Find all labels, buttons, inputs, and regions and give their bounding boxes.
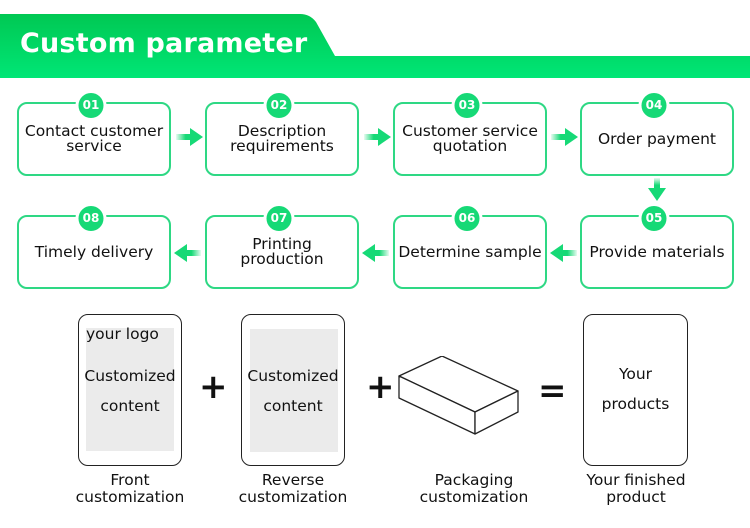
front-card: your logo Customized content (78, 314, 182, 466)
caption-line: customization (419, 488, 529, 506)
step-number-badge: 04 (638, 90, 670, 121)
equals-sign: = (538, 371, 567, 411)
step-07: 07 Printing production (205, 203, 359, 289)
banner-shape (0, 14, 750, 78)
step-label: Contact customer service (24, 122, 164, 155)
plus-sign: + (199, 367, 228, 407)
step-number-badge: 07 (263, 203, 295, 234)
caption-line: product (606, 488, 666, 506)
step-number-badge: 02 (263, 90, 295, 121)
front-caption: Front customization (60, 472, 200, 506)
result-caption: Your finished product (566, 472, 706, 506)
step-05: 05 Provide materials (580, 203, 734, 289)
step-number-badge: 03 (451, 90, 483, 121)
step-label: Timely delivery (34, 242, 154, 261)
result-card: Your products (583, 314, 688, 466)
front-text-line2: content (100, 397, 160, 415)
step-number-badge: 05 (638, 203, 670, 234)
packaging-caption: Packaging customization (404, 472, 544, 506)
step-label: Description requirements (230, 122, 334, 155)
caption-line: Reverse (261, 471, 325, 489)
front-text-line1: Customized (84, 367, 176, 385)
step-03: 03 Customer service quotation (393, 90, 547, 176)
caption-line: Packaging (434, 471, 514, 489)
step-label: Printing production (240, 235, 324, 268)
arrow-right-icon (551, 128, 578, 146)
reverse-caption: Reverse customization (223, 472, 363, 506)
logo-placeholder: your logo (86, 325, 159, 343)
result-text-line2: products (601, 395, 670, 413)
front-print-area (86, 328, 174, 451)
arrow-down-icon (648, 178, 666, 201)
step-number-badge: 06 (451, 203, 483, 234)
caption-line: customization (75, 488, 185, 506)
arrow-right-icon (364, 128, 391, 146)
step-06: 06 Determine sample (393, 203, 547, 289)
reverse-text-line2: content (263, 397, 323, 415)
step-number-badge: 08 (75, 203, 107, 234)
step-label: Provide materials (589, 242, 725, 261)
arrow-left-icon (550, 244, 577, 262)
step-number-badge: 01 (75, 90, 107, 121)
arrow-left-icon (362, 244, 389, 262)
reverse-card: Customized content (241, 314, 345, 466)
reverse-print-area (250, 329, 338, 452)
caption-line: customization (238, 488, 348, 506)
step-04: 04 Order payment (580, 90, 734, 176)
page-title: Custom parameter (20, 28, 308, 59)
step-01: 01 Contact customer service (17, 90, 171, 176)
plus-sign: + (366, 367, 395, 407)
step-label: Order payment (597, 129, 717, 148)
step-label: Determine sample (398, 242, 542, 261)
step-02: 02 Description requirements (205, 90, 359, 176)
caption-line: Your finished (586, 471, 686, 489)
arrow-right-icon (176, 128, 203, 146)
step-label: Customer service quotation (402, 122, 538, 155)
header-banner: Custom parameter (0, 12, 750, 78)
box-icon (398, 356, 519, 435)
result-text-line1: Your (618, 365, 653, 383)
step-08: 08 Timely delivery (17, 203, 171, 289)
arrow-left-icon (174, 244, 201, 262)
caption-line: Front (110, 471, 150, 489)
reverse-text-line1: Customized (247, 367, 339, 385)
